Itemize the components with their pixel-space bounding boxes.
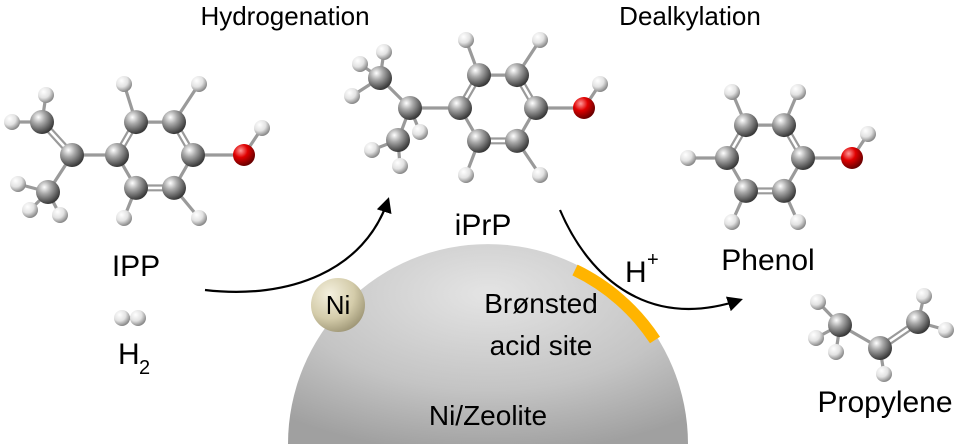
ipp-hydrogen-atom [254,120,270,136]
h2-molecule [114,310,146,326]
phenol-molecule [680,84,876,230]
propylene-hydrogen-atom [916,288,932,304]
ipp-carbon-atom [124,110,148,135]
iprp-oxygen-atom [573,97,595,119]
phenol-label: Phenol [721,244,814,277]
ni-label: Ni [326,290,351,320]
phenol-hydrogen-atom [724,84,740,100]
ipp-hydrogen-atom [116,210,132,226]
iprp-carbon-atom [524,96,548,120]
propylene-molecule [808,288,954,382]
phenol-hydrogen-atom [860,126,876,142]
ipp-carbon-atom [162,110,186,135]
iprp-carbon-atom [467,128,491,153]
ipp-hydrogen-atom [10,176,26,192]
phenol-hydrogen-atom [724,214,740,230]
phenol-hydrogen-atom [790,214,806,230]
iprp-hydrogen-atom [532,32,548,48]
phenol-carbon-atom [734,113,758,138]
ipp-hydrogen-atom [191,210,207,226]
ipp-hydrogen-atom [4,114,20,130]
iprp-hydrogen-atom [344,88,360,104]
propylene-carbon-atom [868,336,892,360]
iprp-molecule [344,32,608,183]
h-plus-label: H + [625,249,659,289]
bronsted-acid-site-arc [572,264,661,344]
propylene-hydrogen-atom [938,322,954,338]
propylene-label: Propylene [817,386,952,419]
ipp-carbon-atom [162,175,186,200]
h2-hydrogen-atom [114,310,130,326]
iprp-carbon-atom [368,66,392,90]
ipp-hydrogen-atom [52,207,68,223]
support-label: Ni/Zeolite [429,400,547,431]
h2-label-main: H [118,338,140,371]
dealkylation-arrow [558,209,743,312]
ipp-hydrogen-atom [38,87,54,103]
propylene-hydrogen-atom [828,344,844,360]
phenol-carbon-atom [791,146,815,170]
catalyst-support [288,244,688,444]
ipp-carbon-atom [181,143,205,167]
ipp-carbon-atom [36,180,60,204]
iprp-hydrogen-atom [376,44,392,60]
propylene-carbon-atom [828,313,852,337]
iprp-hydrogen-atom [392,158,408,174]
ipp-label: IPP [112,250,160,283]
phenol-carbon-atom [772,178,796,203]
ipp-hydrogen-atom [191,76,207,92]
iprp-hydrogen-atom [352,56,368,72]
hydrogenation-label: Hydrogenation [200,1,369,31]
ipp-oxygen-atom [233,144,255,166]
h2-hydrogen-atom [130,310,146,326]
phenol-carbon-atom [734,178,758,203]
ipp-carbon-atom [124,175,148,200]
phenol-oxygen-atom [841,147,863,169]
iprp-hydrogen-atom [532,167,548,183]
propylene-hydrogen-atom [876,366,892,382]
iprp-carbon-atom [448,96,472,120]
iprp-hydrogen-atom [592,76,608,92]
phenol-hydrogen-atom [790,84,806,100]
iprp-hydrogen-atom [458,32,474,48]
h-plus-label-superscript: + [647,249,659,271]
propylene-carbon-atom [906,310,930,334]
iprp-hydrogen-atom [458,167,474,183]
ipp-molecule [4,76,270,226]
iprp-carbon-atom [505,128,529,153]
dealkylation-label: Dealkylation [619,1,761,31]
phenol-carbon-atom [715,146,739,170]
iprp-carbon-atom [386,128,410,152]
iprp-label: iPrP [455,209,512,242]
iprp-carbon-atom [467,63,491,88]
h-plus-label-main: H [625,256,647,289]
iprp-hydrogen-atom [412,124,428,140]
phenol-carbon-atom [772,113,796,138]
propylene-hydrogen-atom [808,330,824,346]
iprp-carbon-atom [505,63,529,88]
ipp-hydrogen-atom [116,76,132,92]
hydrogenation-arrow [204,197,392,293]
zeolite-support [288,244,688,444]
phenol-hydrogen-atom [680,150,696,166]
h2-label-subscript: 2 [139,357,150,379]
ipp-carbon-atom [30,110,54,134]
iprp-carbon-atom [398,96,422,120]
ni-particle [311,278,365,332]
ipp-carbon-atom [105,143,129,167]
iprp-hydrogen-atom [364,142,380,158]
ipp-hydrogen-atom [22,202,38,218]
h2-label: H 2 [118,338,150,379]
ipp-carbon-atom [60,143,84,167]
bronsted-label-line2: acid site [490,330,593,361]
bronsted-label-line1: Brønsted [484,288,598,319]
propylene-hydrogen-atom [810,294,826,310]
